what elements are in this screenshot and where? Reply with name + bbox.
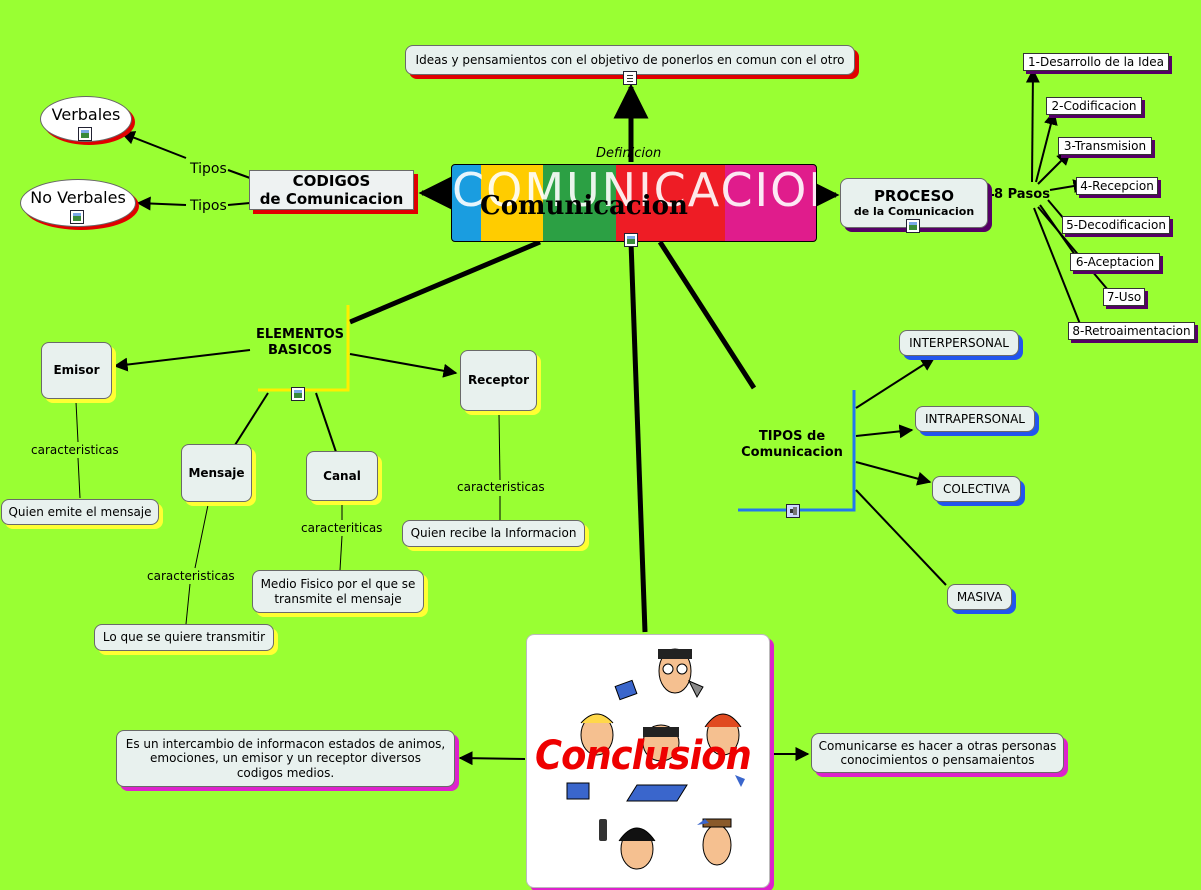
definition-node[interactable]: Ideas y pensamientos con el objetivo de …: [405, 45, 855, 75]
tipos-title[interactable]: TIPOS de Comunicacion: [732, 429, 852, 462]
image-icon[interactable]: [906, 219, 920, 233]
step-label: 3-Transmision: [1063, 138, 1147, 153]
emisor-desc-node[interactable]: Quien emite el mensaje: [1, 499, 159, 525]
central-title: Comunicacion: [480, 191, 688, 221]
step-node[interactable]: 1-Desarrollo de la Idea: [1023, 53, 1169, 71]
elementos-title-2: BASICOS: [267, 343, 333, 359]
receptor-node[interactable]: Receptor: [460, 350, 537, 411]
step-label: 7-Uso: [1106, 289, 1142, 304]
mensaje-link-label: caracteristicas: [147, 569, 235, 583]
central-banner: COMUNICACION: [452, 164, 817, 217]
step-label: 1-Desarrollo de la Idea: [1028, 54, 1164, 69]
step-label: 6-Aceptacion: [1075, 254, 1155, 269]
conclusion-left-2: emociones, un emisor y un receptor diver…: [150, 751, 421, 766]
receptor-desc: Quien recibe la Informacion: [410, 526, 577, 541]
proceso-title-1: PROCESO: [873, 187, 955, 206]
step-node[interactable]: 6-Aceptacion: [1070, 253, 1160, 271]
image-icon[interactable]: [70, 210, 84, 224]
central-node[interactable]: COMUNICACION Comunicacion: [451, 164, 817, 242]
proceso-title-2: de la Comunicacion: [853, 205, 975, 219]
definition-text: Ideas y pensamientos con el objetivo de …: [415, 52, 845, 67]
step-label: 8-Retroaimentacion: [1072, 323, 1191, 338]
tipos-link-label: Tipos: [190, 198, 227, 214]
emisor-desc: Quien emite el mensaje: [8, 504, 152, 519]
emisor-label: Emisor: [53, 363, 100, 378]
mensaje-desc-node[interactable]: Lo que se quiere transmitir: [94, 624, 274, 651]
step-node[interactable]: 5-Decodificacion: [1062, 216, 1170, 234]
canal-link-label: caracteriticas: [301, 521, 383, 535]
codigos-title-1: CODIGOS: [292, 172, 371, 190]
mensaje-desc: Lo que se quiere transmitir: [102, 630, 266, 645]
step-node[interactable]: 4-Recepcion: [1076, 177, 1158, 195]
image-icon[interactable]: [624, 233, 638, 247]
conclusion-right-2: conocimientos o pensamaientos: [840, 753, 1035, 767]
codigos-node[interactable]: CODIGOS de Comunicacion: [249, 170, 414, 210]
tipos-link-label: Tipos: [190, 161, 227, 177]
receptor-label: Receptor: [467, 373, 530, 388]
step-node[interactable]: 2-Codificacion: [1046, 97, 1142, 115]
step-label: 2-Codificacion: [1051, 98, 1137, 113]
conclusion-title: Conclusion: [535, 733, 752, 779]
tipo-node[interactable]: MASIVA: [947, 584, 1012, 610]
conclusion-right-node[interactable]: Comunicarse es hacer a otras personas co…: [811, 733, 1064, 773]
conclusion-left-1: Es un intercambio de informacon estados …: [125, 736, 446, 751]
receptor-desc-node[interactable]: Quien recibe la Informacion: [402, 520, 585, 547]
document-icon[interactable]: [623, 71, 637, 85]
tipo-node[interactable]: INTERPERSONAL: [899, 330, 1019, 356]
definicion-link-label: Definicion: [596, 146, 662, 161]
step-node[interactable]: 7-Uso: [1103, 288, 1145, 306]
canal-label: Canal: [323, 468, 361, 483]
mensaje-node[interactable]: Mensaje: [181, 444, 252, 502]
image-icon[interactable]: [291, 387, 305, 401]
tipo-label: MASIVA: [956, 589, 1003, 604]
emisor-node[interactable]: Emisor: [41, 342, 112, 399]
sound-icon[interactable]: [786, 504, 800, 518]
conclusion-node[interactable]: Conclusion: [526, 634, 770, 888]
tipo-label: INTERPERSONAL: [909, 335, 1009, 350]
tipo-label: INTRAPERSONAL: [925, 411, 1025, 426]
canal-desc-2: transmite el mensaje: [274, 591, 402, 606]
emisor-link-label: caracteristicas: [31, 443, 119, 457]
canal-desc-1: Medio Fisico por el que se: [260, 577, 416, 592]
canal-node[interactable]: Canal: [306, 451, 378, 501]
conclusion-illustration: [566, 648, 745, 870]
verbales-node[interactable]: Verbales: [40, 96, 132, 142]
step-label: 5-Decodificacion: [1066, 217, 1166, 232]
step-node[interactable]: 8-Retroaimentacion: [1068, 322, 1195, 340]
tipo-node[interactable]: COLECTIVA: [932, 476, 1021, 502]
elementos-title-1: ELEMENTOS: [255, 327, 345, 342]
no-verbales-label: No Verbales: [30, 188, 126, 207]
tipo-node[interactable]: INTRAPERSONAL: [915, 406, 1035, 432]
conclusion-right-1: Comunicarse es hacer a otras personas: [818, 738, 1057, 753]
canal-desc-node[interactable]: Medio Fisico por el que se transmite el …: [252, 570, 424, 613]
step-node[interactable]: 3-Transmision: [1058, 137, 1152, 155]
image-icon[interactable]: [78, 127, 92, 141]
no-verbales-node[interactable]: No Verbales: [20, 179, 136, 227]
tipo-label: COLECTIVA: [943, 481, 1010, 496]
tipos-title-1: TIPOS de: [758, 429, 826, 444]
conclusion-left-3: codigos medios.: [236, 765, 335, 780]
tipos-title-2: Comunicacion: [741, 445, 843, 461]
conclusion-left-node[interactable]: Es un intercambio de informacon estados …: [116, 730, 455, 787]
verbales-label: Verbales: [51, 105, 121, 124]
receptor-link-label: caracteristicas: [457, 480, 545, 494]
codigos-title-2: de Comunicacion: [259, 190, 404, 208]
pasos-label: 8 Pasos: [994, 187, 1050, 202]
elementos-title[interactable]: ELEMENTOS BASICOS: [250, 327, 350, 360]
step-label: 4-Recepcion: [1080, 178, 1154, 193]
mensaje-label: Mensaje: [188, 465, 245, 480]
